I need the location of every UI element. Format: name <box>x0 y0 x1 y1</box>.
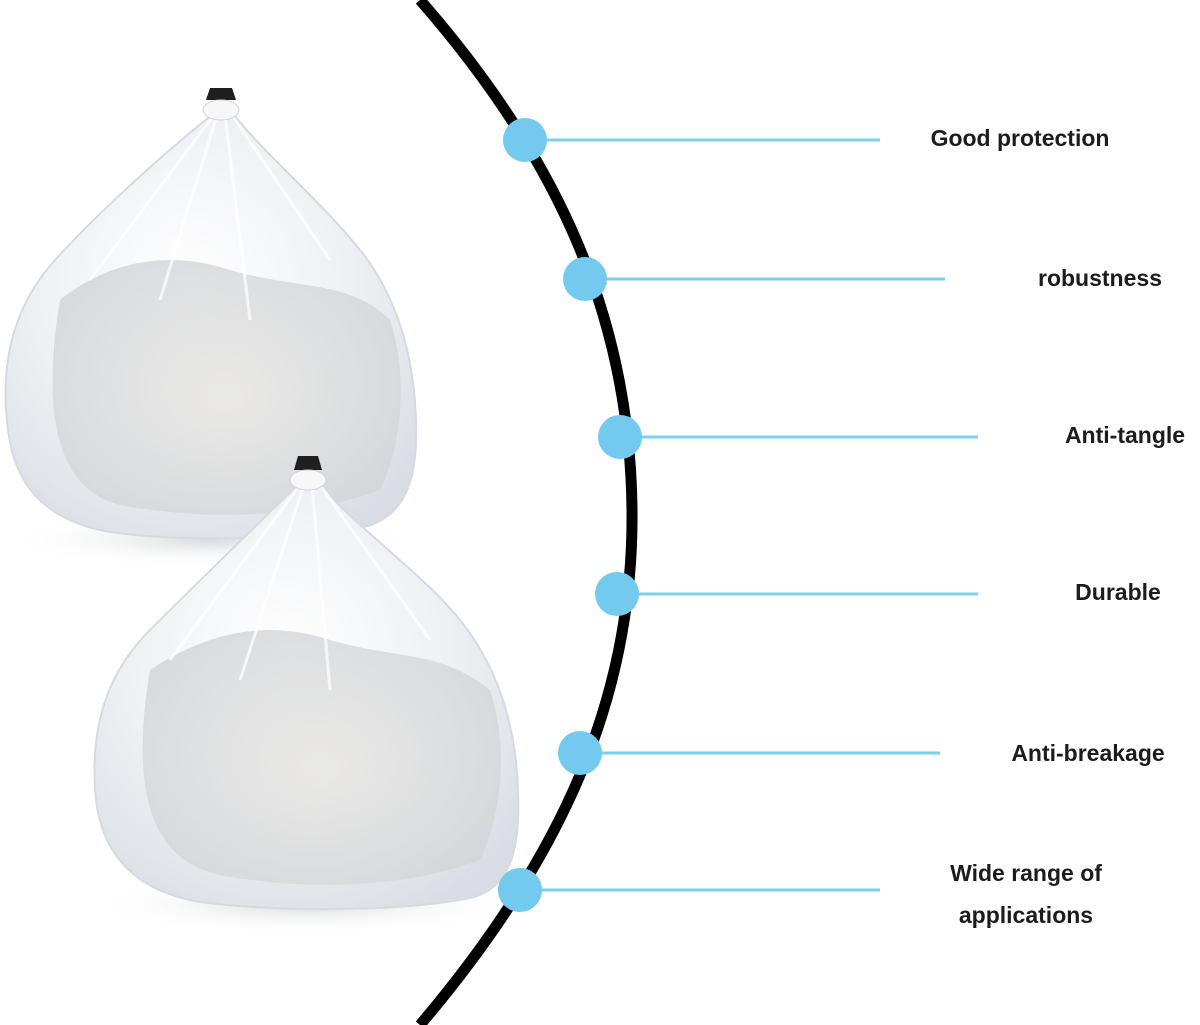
node-6 <box>498 868 542 912</box>
laundry-bag-front <box>85 456 525 935</box>
feature-label-good-protection: Good protection <box>930 125 1110 151</box>
timeline-nodes <box>498 118 642 912</box>
node-2 <box>563 257 607 301</box>
feature-label-anti-breakage: Anti-breakage <box>1011 740 1165 766</box>
connector-lines <box>520 138 978 892</box>
node-1 <box>503 118 547 162</box>
node-5 <box>558 731 602 775</box>
node-3 <box>598 415 642 459</box>
feature-label-wide-range: Wide range of applications <box>950 860 1102 928</box>
laundry-bag-back <box>0 88 420 568</box>
feature-label-robustness: robustness <box>1038 265 1162 291</box>
node-4 <box>595 572 639 616</box>
feature-label-anti-tangle: Anti-tangle <box>1064 422 1186 448</box>
feature-label-durable: Durable <box>1075 579 1161 605</box>
